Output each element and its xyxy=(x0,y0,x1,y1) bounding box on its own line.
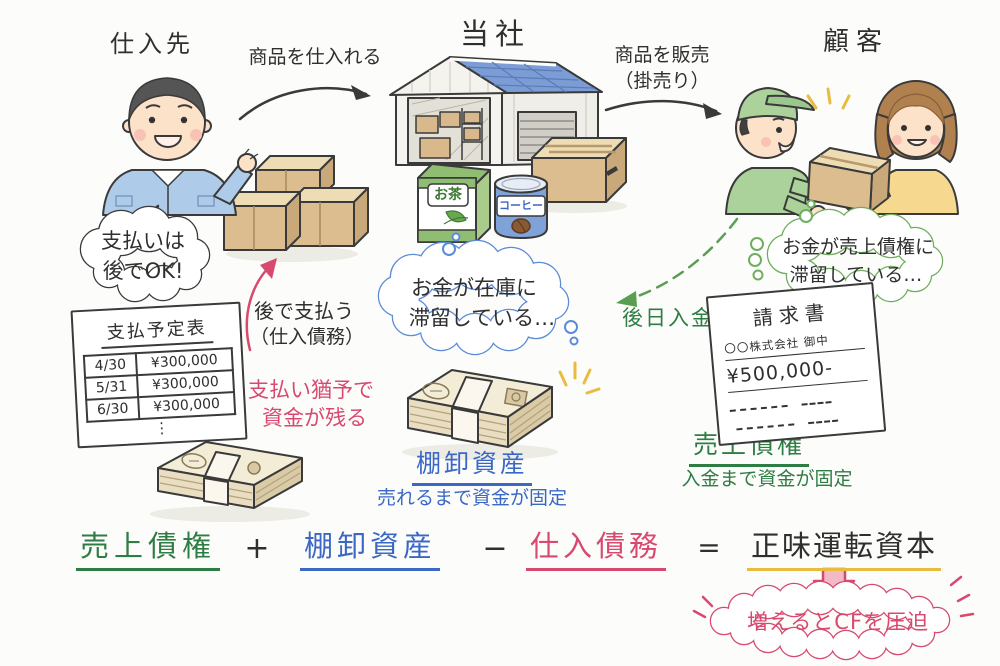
payable-arrow xyxy=(245,258,277,352)
receivable-bubble-line2: 滞留している… xyxy=(789,264,923,286)
inventory-caption: 売れるまで資金が固定 xyxy=(376,487,567,509)
money-stack-inventory xyxy=(407,361,601,448)
money-stack-remaining xyxy=(157,441,303,509)
inventory-bubble-line1: お金が在庫に xyxy=(411,276,537,300)
pay-later-note-line2: （仕入債務） xyxy=(250,326,365,348)
formula-result-text: 正味運転資本 xyxy=(746,529,941,571)
company-label: 当社 xyxy=(459,17,530,51)
cf-pressure-callout xyxy=(692,567,975,661)
sale-flow-label: 商品を販売 xyxy=(614,44,710,66)
invoice-redacted-line xyxy=(735,411,871,431)
payment-schedule: 支払予定表 4/30 ¥300,000 5/31 ¥300,000 6/30 ¥… xyxy=(70,301,248,449)
tea-product-label: お茶 xyxy=(434,187,462,203)
grace-note-line2: 資金が残る xyxy=(262,406,367,430)
purchase-flow-label: 商品を仕入れる xyxy=(248,46,382,68)
tea-box xyxy=(417,163,491,243)
payment-amount: ¥300,000 xyxy=(138,392,236,420)
sale-arrow xyxy=(604,99,722,119)
payment-schedule-title: 支払予定表 xyxy=(99,313,214,349)
invoice-redacted-line xyxy=(729,392,869,412)
formula-receivable-text: 売上債権 xyxy=(75,529,220,571)
formula-inventory: 棚卸資産 xyxy=(296,529,444,571)
pay-later-note-line1: 後で支払う xyxy=(254,299,354,323)
payment-date: 5/31 xyxy=(85,375,139,400)
formula-payable-text: 仕入債務 xyxy=(526,529,667,571)
cf-pressure-text: 増えるとCFを圧迫 xyxy=(746,610,930,634)
payment-date: 4/30 xyxy=(83,353,137,378)
supplier-figure xyxy=(102,77,259,216)
formula-equals: = xyxy=(697,531,721,564)
supplier-label: 仕入先 xyxy=(110,30,194,58)
receivable-bubble-line1: お金が売上債権に xyxy=(781,236,934,258)
grace-note-line1: 支払い猶予で xyxy=(248,378,374,402)
invoice: 請求書 〇〇株式会社 御中 ¥500,000- xyxy=(705,281,887,447)
payment-schedule-table: 4/30 ¥300,000 5/31 ¥300,000 6/30 ¥300,00… xyxy=(83,347,236,423)
inventory-title: 棚卸資産 xyxy=(402,449,542,486)
deposit-arrow xyxy=(616,217,739,307)
customer-figures xyxy=(725,80,959,227)
inventory-bubble-line2: 滞留している… xyxy=(408,306,556,330)
receivable-caption: 入金まで資金が固定 xyxy=(681,468,853,490)
supplier-boxes xyxy=(223,155,369,251)
invoice-title: 請求書 xyxy=(751,299,832,331)
coffee-product-label: コーヒー xyxy=(499,199,543,212)
inventory-title-text: 棚卸資産 xyxy=(411,449,532,486)
supplier-bubble-line1: 支払いは xyxy=(101,229,185,253)
formula-plus: + xyxy=(244,531,270,566)
formula-result: 正味運転資本 xyxy=(744,529,944,571)
formula-inventory-text: 棚卸資産 xyxy=(299,529,440,571)
formula-minus: − xyxy=(482,531,508,566)
purchase-arrow xyxy=(238,85,371,121)
coffee-can xyxy=(494,174,548,239)
formula-payable: 仕入債務 xyxy=(526,529,667,571)
inventory-thought-bubble xyxy=(377,232,579,356)
receivable-thought-bubble xyxy=(748,199,944,307)
formula-receivable: 売上債権 xyxy=(62,529,234,571)
later-deposit-label: 後日入金 xyxy=(622,306,714,330)
sale-flow-label-credit: （掛売り） xyxy=(614,70,710,92)
warehouse xyxy=(389,56,603,166)
customer-label: 顧客 xyxy=(822,27,889,57)
payment-date: 6/30 xyxy=(86,397,140,422)
supplier-bubble-line2: 後でOK! xyxy=(102,259,184,283)
supplier-speech-bubble xyxy=(79,204,211,303)
shipping-box xyxy=(531,137,627,203)
